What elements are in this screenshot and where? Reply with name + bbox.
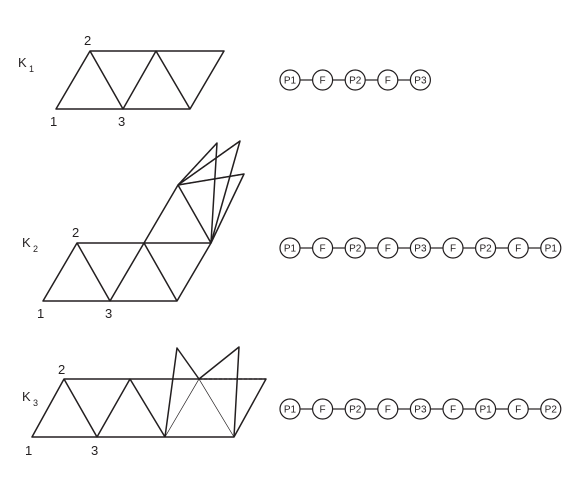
k3-label: K [22, 389, 31, 404]
chain-node-label: P1 [284, 405, 297, 416]
k1-chain: P1 F P2 F P3 [279, 69, 431, 91]
complex-k1: K 1 2 1 3 P1 F P2 F P3 [18, 33, 431, 129]
k2-vertex-2-label: 2 [72, 225, 79, 240]
chain-node-label: P1 [545, 244, 558, 255]
chain-node-label: F [320, 405, 326, 416]
chain-node-label: P3 [414, 405, 427, 416]
chain-node-label: F [385, 244, 391, 255]
chain-node-label: F [515, 405, 521, 416]
k3-vertex-2-label: 2 [58, 362, 65, 377]
chain-node-label: P2 [545, 405, 558, 416]
chain-node-label: F [515, 244, 521, 255]
k2-triangulation [42, 140, 245, 302]
chain-node-label: F [385, 76, 391, 87]
chain-node [409, 69, 431, 91]
k3-interior-edges [63, 378, 166, 438]
k3-vertex-1-label: 1 [25, 443, 32, 458]
k2-fin-1 [177, 142, 218, 244]
k3-subscript: 3 [33, 398, 38, 408]
k1-vertex-2-label: 2 [84, 33, 91, 48]
k2-chain: P1 F P2 F P3 F P2 F P1 [279, 237, 562, 259]
complex-k3: K 3 2 1 3 P1 F P2 F P3 F P1 F P2 [22, 346, 562, 458]
chain-node-label: P2 [349, 76, 362, 87]
k2-interior-edges [76, 242, 178, 302]
chain-node [540, 237, 562, 259]
chain-node-label: F [385, 405, 391, 416]
k1-triangulation [55, 50, 225, 110]
chain-node-label: F [450, 244, 456, 255]
complex-k2: K 2 2 1 3 P1 F P2 F P3 F P2 F P1 [22, 140, 562, 321]
k1-label: K [18, 55, 27, 70]
k2-hidden-edges [177, 140, 245, 186]
k3-raised-fins [164, 346, 240, 438]
k2-fin-2 [177, 140, 241, 244]
k1-vertex-1-label: 1 [50, 114, 57, 129]
chain-node [540, 398, 562, 420]
k2-label: K [22, 235, 31, 250]
k2-vertex-3-label: 3 [105, 306, 112, 321]
chain-node-label: P3 [414, 76, 427, 87]
k1-subscript: 1 [29, 64, 34, 74]
k3-chain: P1 F P2 F P3 F P1 F P2 [279, 398, 562, 420]
k1-vertex-3-label: 3 [118, 114, 125, 129]
chain-node-label: P2 [349, 405, 362, 416]
k2-upper-triangle [143, 184, 212, 244]
chain-node-label: F [450, 405, 456, 416]
chain-node-label: F [320, 244, 326, 255]
chain-node-label: P2 [349, 244, 362, 255]
chain-node-label: P1 [284, 244, 297, 255]
chain-node-label: P2 [479, 244, 492, 255]
k2-vertex-1-label: 1 [37, 306, 44, 321]
k1-outline [55, 50, 225, 110]
chain-node-label: P1 [479, 405, 492, 416]
k3-thin-edges [164, 378, 235, 438]
k3-outline [31, 378, 267, 438]
k3-triangulation [31, 346, 267, 438]
chain-node-label: P1 [284, 76, 297, 87]
k2-subscript: 2 [33, 244, 38, 254]
chain-node-label: F [320, 76, 326, 87]
chain-node-label: P3 [414, 244, 427, 255]
k1-interior-edges [89, 50, 191, 110]
k3-vertex-3-label: 3 [91, 443, 98, 458]
